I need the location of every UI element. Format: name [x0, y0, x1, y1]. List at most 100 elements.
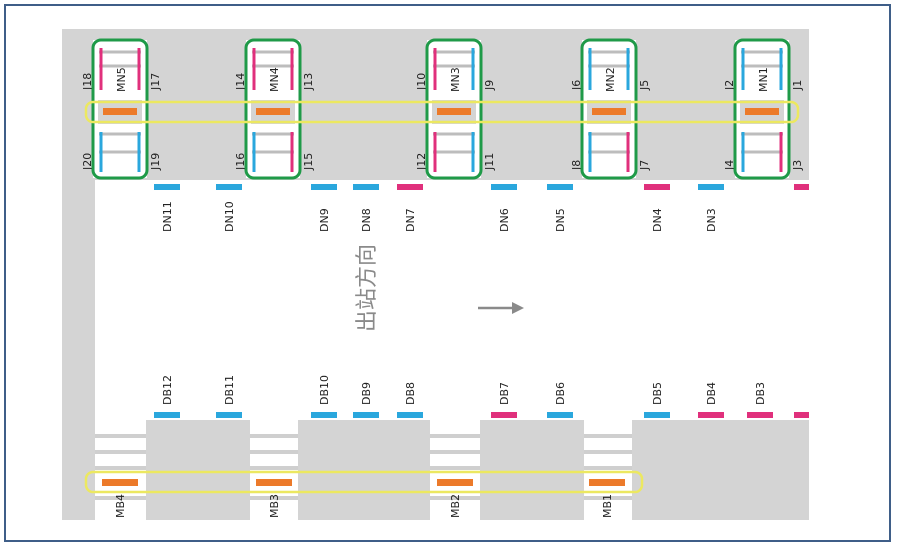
bottom-platform-block-3: [480, 420, 584, 520]
dn-marker: [216, 184, 242, 190]
db-label: DB9: [360, 382, 373, 405]
label-mb4: MB4: [114, 494, 127, 518]
bottom-platform-block-1: [146, 420, 250, 520]
dn-label: DN4: [651, 208, 664, 232]
dn-label: DN5: [554, 208, 567, 232]
dn-marker: [311, 184, 337, 190]
label-j15: J15: [302, 153, 315, 171]
orange-marker-mb4: [102, 479, 138, 486]
label-j18: J18: [81, 73, 94, 91]
green-outline-mn5: [91, 38, 149, 180]
bottom-door-groups: MB4 MB3 MB2 MB1: [95, 434, 632, 518]
db-label: DB8: [404, 382, 417, 405]
green-outline-mn2: [580, 38, 638, 180]
label-j7: J7: [638, 160, 651, 171]
label-j14: J14: [234, 73, 247, 91]
label-mb3: MB3: [268, 494, 281, 518]
orange-marker-mn1: [745, 108, 779, 115]
dn-marker: [353, 184, 379, 190]
green-outline-mn1: [733, 38, 791, 180]
db-marker: [216, 412, 242, 418]
dn-marker: [644, 184, 670, 190]
label-j20: J20: [81, 153, 94, 171]
db-marker: [794, 412, 809, 418]
dn-label: DN11: [161, 201, 174, 232]
label-mb2: MB2: [449, 494, 462, 518]
label-j10: J10: [415, 73, 428, 91]
db-marker: [353, 412, 379, 418]
db-label: DB11: [223, 375, 236, 405]
dn-label: DN3: [705, 208, 718, 232]
dn-marker: [491, 184, 517, 190]
label-j17: J17: [149, 73, 162, 91]
dn-label: DN8: [360, 208, 373, 232]
db-marker: [698, 412, 724, 418]
dn-label: DN9: [318, 208, 331, 232]
label-j9: J9: [483, 80, 496, 91]
direction-label: 出站方向: [355, 244, 380, 332]
db-marker: [747, 412, 773, 418]
label-mn5: MN5: [115, 67, 128, 92]
bottom-platform-block-4: [632, 420, 809, 520]
label-mn4: MN4: [268, 67, 281, 92]
db-label: DB3: [754, 382, 767, 405]
db-marker: [311, 412, 337, 418]
dn-marker: [547, 184, 573, 190]
label-mn2: MN2: [604, 67, 617, 92]
label-j3: J3: [791, 160, 804, 171]
green-outline-mn4: [244, 38, 302, 180]
label-j12: J12: [415, 153, 428, 171]
dn-label: DN7: [404, 208, 417, 232]
label-j2: J2: [723, 80, 736, 91]
db-marker: [644, 412, 670, 418]
label-j4: J4: [723, 160, 736, 171]
db-marker: [491, 412, 517, 418]
db-label: DB5: [651, 382, 664, 405]
label-mn1: MN1: [757, 67, 770, 92]
db-marker: [397, 412, 423, 418]
label-j1: J1: [791, 80, 804, 91]
label-mn3: MN3: [449, 67, 462, 92]
label-j6: J6: [570, 80, 583, 91]
top-yellow-highlight: [84, 100, 800, 124]
db-label: DB6: [554, 382, 567, 405]
green-outline-mn3: [425, 38, 483, 180]
label-j19: J19: [149, 153, 162, 171]
label-j11: J11: [483, 153, 496, 171]
label-j13: J13: [302, 73, 315, 91]
dn-marker: [154, 184, 180, 190]
orange-marker-mb1: [589, 479, 625, 486]
orange-marker-mb3: [256, 479, 292, 486]
label-j16: J16: [234, 153, 247, 171]
dn-marker: [397, 184, 423, 190]
label-j5: J5: [638, 80, 651, 91]
dn-marker-row: DN11 DN10 DN9 DN8 DN7 DN6 DN5 DN4 DN3: [154, 184, 809, 232]
db-label: DB4: [705, 382, 718, 405]
direction-arrow-icon: [478, 302, 524, 314]
label-j8: J8: [570, 160, 583, 171]
dn-marker: [794, 184, 809, 190]
label-mb1: MB1: [601, 494, 614, 518]
db-label: DB10: [318, 375, 331, 405]
dn-marker: [698, 184, 724, 190]
orange-marker-mn4: [256, 108, 290, 115]
dn-label: DN6: [498, 208, 511, 232]
orange-marker-mn3: [437, 108, 471, 115]
db-marker: [154, 412, 180, 418]
db-marker: [547, 412, 573, 418]
db-label: DB7: [498, 382, 511, 405]
orange-marker-mn5: [103, 108, 137, 115]
bottom-platform-block-2: [298, 420, 430, 520]
bottom-yellow-highlight: [84, 470, 644, 494]
orange-marker-mn2: [592, 108, 626, 115]
dn-label: DN10: [223, 201, 236, 232]
orange-marker-mb2: [437, 479, 473, 486]
